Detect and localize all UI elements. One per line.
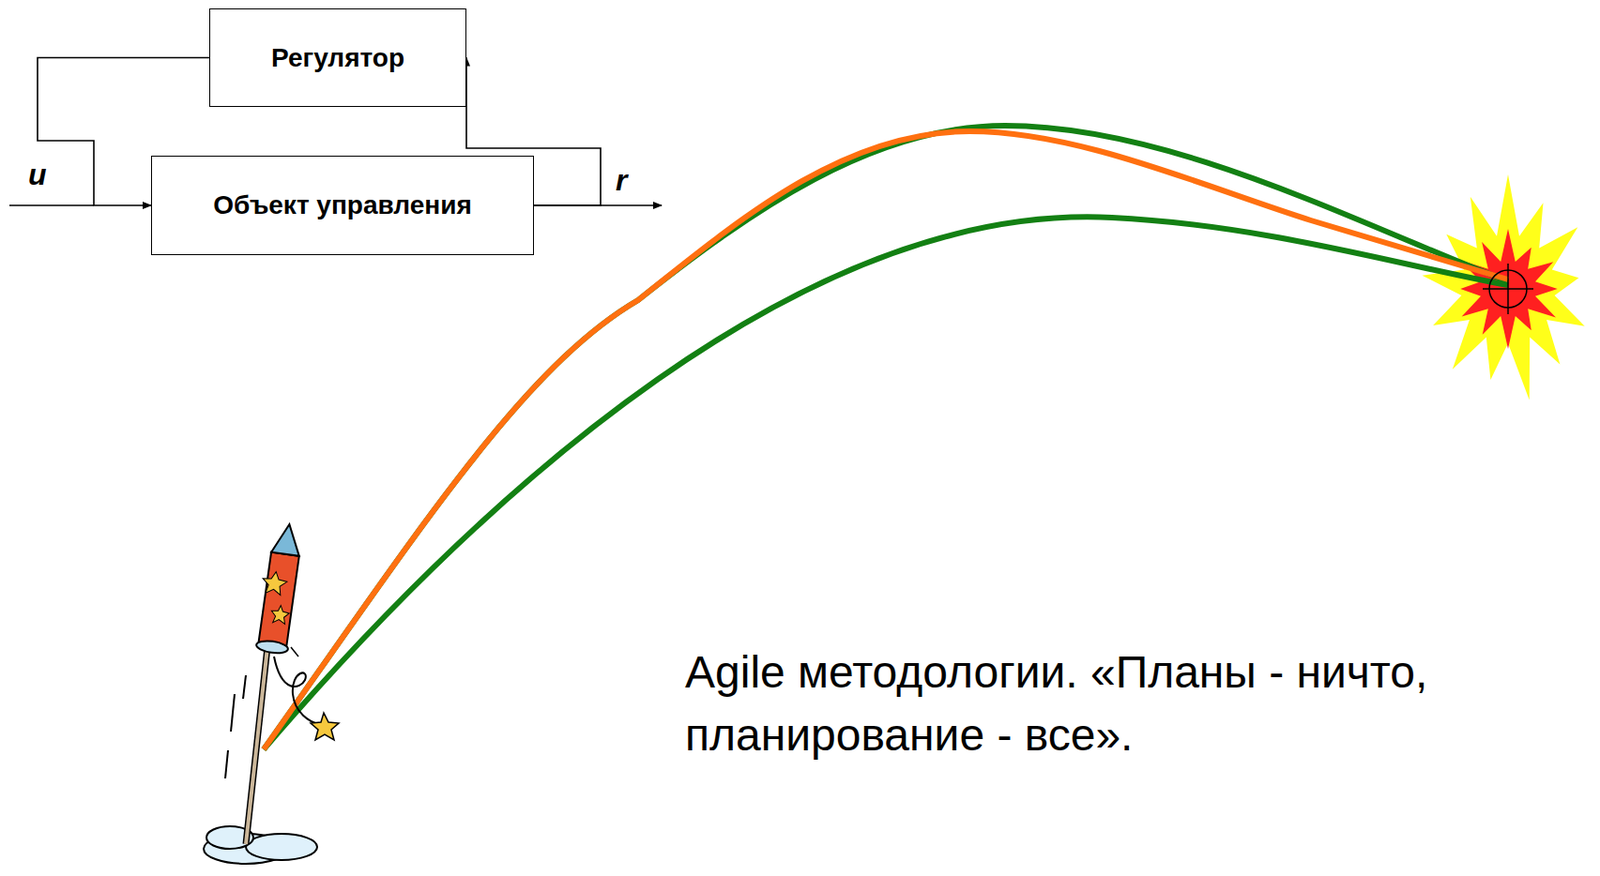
process-box: Объект управления (151, 155, 534, 256)
process-box: Регулятор (209, 8, 467, 107)
crosshair (1482, 263, 1534, 315)
signal-label: r (615, 165, 627, 196)
box-label: Объект управления (213, 190, 473, 221)
note-text: Agile методологии. «Планы - ничто, плани… (685, 640, 1530, 767)
box-label: Регулятор (271, 43, 405, 74)
explosion-star (1422, 174, 1585, 401)
signal-label: u (28, 159, 47, 190)
explosion (1422, 174, 1585, 401)
input-line (9, 204, 94, 207)
output-line (533, 204, 662, 207)
explosion-star (1460, 228, 1558, 350)
rocket (203, 521, 339, 865)
